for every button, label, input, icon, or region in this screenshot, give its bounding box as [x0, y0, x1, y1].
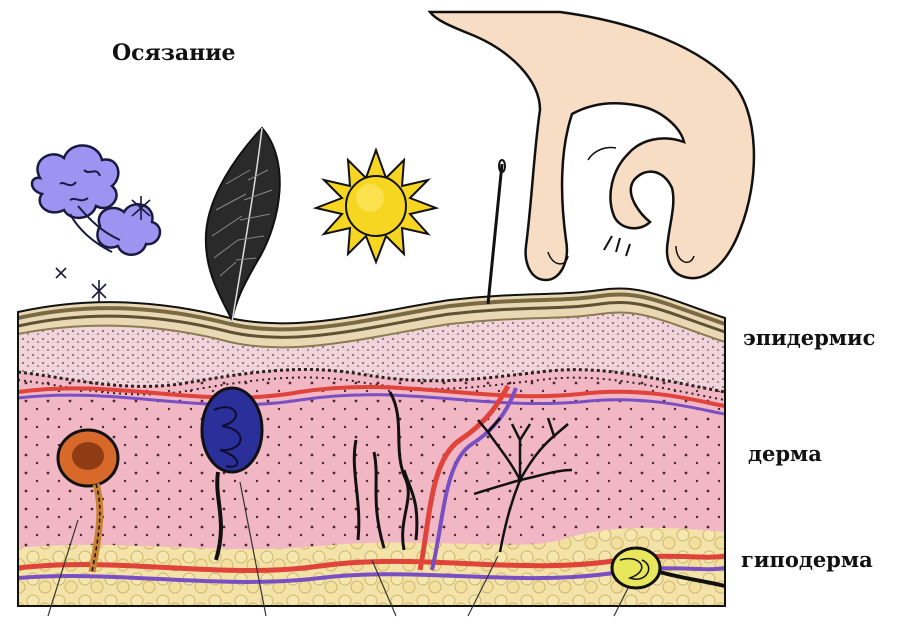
skin-cross-section	[18, 288, 728, 616]
label-epidermis: эпидермис	[743, 325, 875, 350]
feather-icon	[206, 128, 280, 322]
label-dermis: дерма	[748, 441, 822, 466]
label-hypodermis: гиподерма	[741, 547, 873, 572]
needle-icon	[488, 160, 505, 304]
sun-icon	[316, 150, 436, 262]
diagram-title: Осязание	[112, 40, 236, 66]
hand-icon	[430, 12, 754, 280]
